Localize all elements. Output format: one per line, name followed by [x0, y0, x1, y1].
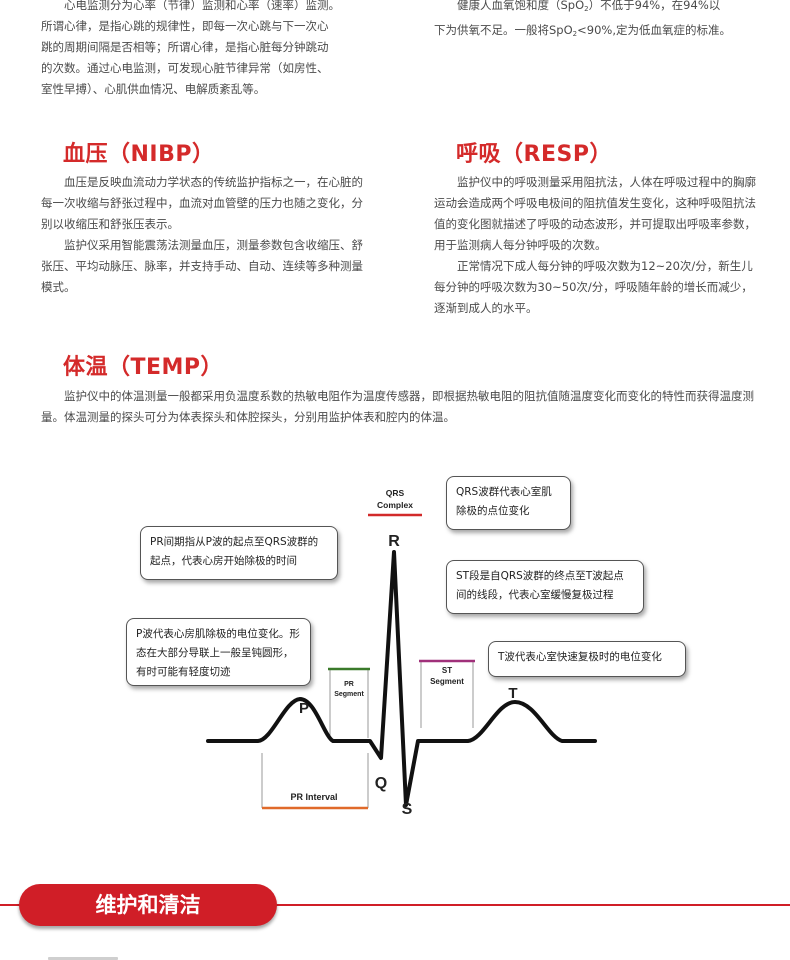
pr-interval-description-callout: PR间期指从P波的起点至QRS波群的起点，代表心房开始除极的时间 — [140, 526, 338, 580]
t-wave-label: T — [508, 685, 517, 702]
hr-line: 跳的周期间隔是否相等；所谓心律，是指心脏每分钟跳动 — [41, 40, 329, 54]
temp-paragraph: 监护仪中的体温测量一般都采用负温度系数的热敏电阻作为温度传感器，即根据热敏电阻的… — [41, 389, 754, 424]
p-wave-description-callout: P波代表心房肌除极的电位变化。形态在大部分导联上一般呈钝圆形，有时可能有轻度切迹 — [126, 618, 311, 686]
temp-heading: 体温（TEMP） — [63, 355, 224, 380]
spo2-line: 健康人血氧饱和度（SpO2）不低于94%，在94%以 — [434, 0, 774, 20]
resp-paragraph: 正常情况下成人每分钟的呼吸次数为12~20次/分，新生儿每分钟的呼吸次数为30~… — [434, 259, 753, 315]
temp-text: 监护仪中的体温测量一般都采用负温度系数的热敏电阻作为温度传感器，即根据热敏电阻的… — [41, 386, 759, 428]
nibp-text: 血压是反映血流动力学状态的传统监护指标之一，在心脏的每一次收缩与舒张过程中，血流… — [41, 172, 363, 298]
spo2-section-text: 健康人血氧饱和度（SpO2）不低于94%，在94%以 下为供氧不足。一般将SpO… — [434, 0, 774, 45]
clipped-next-text — [48, 952, 128, 960]
spo2-text: 健康人血氧饱和度（SpO — [457, 0, 585, 12]
spo2-line: 下为供氧不足。一般将SpO2<90%,定为低血氧症的标准。 — [434, 20, 774, 45]
qrs-label: QRS — [386, 488, 405, 498]
pr-segment-label: PR — [344, 681, 354, 688]
nibp-heading: 血压（NIBP） — [63, 142, 215, 167]
qrs-label: Complex — [377, 500, 413, 510]
nibp-paragraph: 监护仪采用智能震荡法测量血压，测量参数包含收缩压、舒张压、平均动脉压、脉率，并支… — [41, 238, 363, 294]
resp-heading: 呼吸（RESP） — [456, 142, 612, 167]
r-wave-label: R — [388, 533, 400, 550]
hr-section-text: 心电监测分为心率（节律）监测和心率（速率）监测。 所谓心律，是指心跳的规律性，即… — [41, 0, 371, 100]
resp-text: 监护仪中的呼吸测量采用阻抗法，人体在呼吸过程中的胸廓运动会造成两个呼吸电极间的阻… — [434, 172, 760, 319]
st-segment-label: ST — [442, 666, 452, 675]
hr-line: 所谓心律，是指心跳的规律性，即每一次心跳与下一次心 — [41, 19, 329, 33]
nibp-paragraph: 血压是反映血流动力学状态的传统监护指标之一，在心脏的每一次收缩与舒张过程中，血流… — [41, 175, 363, 231]
resp-paragraph: 监护仪中的呼吸测量采用阻抗法，人体在呼吸过程中的胸廓运动会造成两个呼吸电极间的阻… — [434, 175, 756, 252]
p-wave-label: P — [299, 700, 309, 717]
q-wave-label: Q — [375, 775, 387, 792]
hr-line: 心电监测分为心率（节律）监测和心率（速率）监测。 — [64, 0, 340, 12]
spo2-text: <90%,定为低血氧症的标准。 — [577, 23, 731, 37]
spo2-text: ）不低于94%，在94%以 — [588, 0, 721, 12]
s-wave-label: S — [402, 801, 413, 818]
hr-line: 的次数。通过心电监测，可发现心脏节律异常（如房性、 — [41, 61, 329, 75]
pr-interval-label: PR Interval — [290, 792, 337, 802]
spo2-subscript: 2 — [584, 5, 589, 13]
st-description-callout: ST段是自QRS波群的终点至T波起点间的线段，代表心室缓慢复极过程 — [446, 560, 644, 614]
pr-segment-label: Segment — [334, 691, 364, 698]
ecg-diagram: QRS Complex PR Segment ST Segment PR Int… — [206, 488, 597, 818]
section-banner: 维护和清洁 — [19, 884, 277, 926]
spo2-text: 下为供氧不足。一般将SpO — [434, 23, 573, 37]
ecg-waveform — [206, 550, 597, 807]
t-wave-description-callout: T波代表心室快速复极时的电位变化 — [488, 641, 686, 677]
hr-line: 室性早搏）、心肌供血情况、电解质紊乱等。 — [41, 82, 266, 96]
banner-divider — [0, 904, 790, 906]
qrs-description-callout: QRS波群代表心室肌除极的点位变化 — [446, 476, 571, 530]
st-segment-label: Segment — [430, 677, 464, 686]
spo2-subscript: 2 — [572, 30, 578, 38]
